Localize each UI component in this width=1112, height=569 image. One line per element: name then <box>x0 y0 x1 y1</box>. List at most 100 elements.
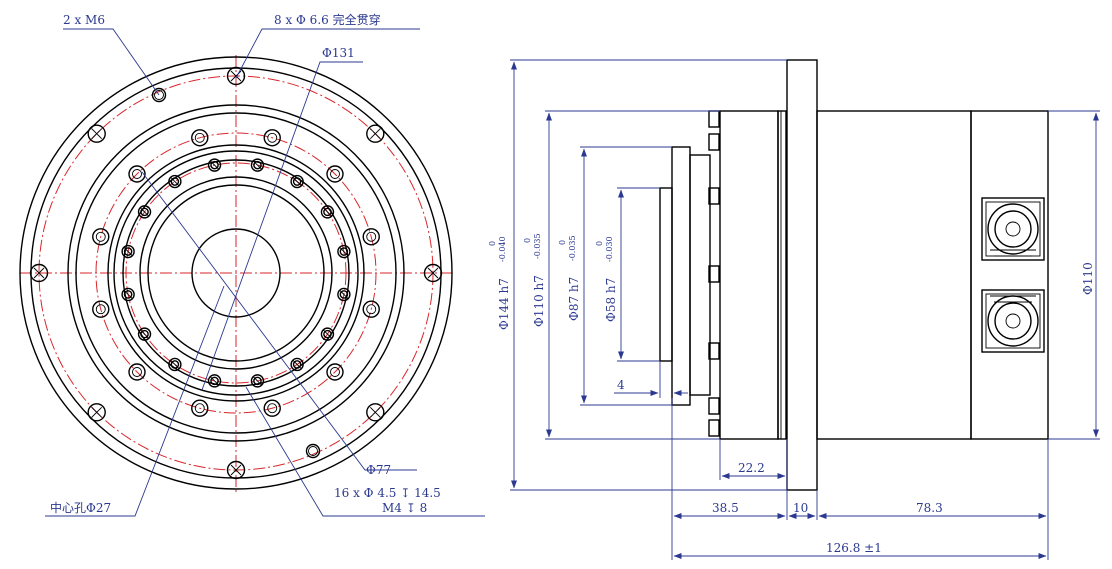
dim-tol-58-lower: -0.030 <box>605 236 614 262</box>
leader-16-holes <box>245 386 485 517</box>
bolt-circle-77 <box>125 162 347 384</box>
housing-ring-2 <box>75 112 397 434</box>
dim-tol-144-upper: 0 <box>488 241 497 246</box>
front-view: 2 x M6 8 x Φ 6.6 完全贯穿 Φ131 Φ77 16 x Φ 4.… <box>19 12 485 517</box>
dim-tol-87-upper: 0 <box>558 240 567 245</box>
through-hole <box>366 124 385 143</box>
bolt-hole <box>128 165 146 183</box>
leader-center-hole <box>45 285 225 517</box>
dim-label-110-group: Φ110 h7 0 -0.035 <box>523 233 546 327</box>
leader-m6 <box>63 28 160 96</box>
bolt-hole <box>191 129 209 147</box>
dim-label-58: Φ58 h7 <box>604 278 618 322</box>
bolt-hole <box>263 129 281 147</box>
threaded-hole <box>137 327 152 341</box>
label-m6: 2 x M6 <box>63 13 105 27</box>
housing-ring-4 <box>113 150 359 396</box>
threaded-hole <box>168 174 182 189</box>
inner-threaded-holes <box>121 158 351 388</box>
leader-77 <box>141 171 417 471</box>
side-bolt-head <box>708 397 720 415</box>
threaded-hole <box>137 205 152 219</box>
encoder-housing <box>970 110 1049 440</box>
middle-bolt-holes <box>92 129 380 417</box>
output-flange-87 <box>671 146 691 406</box>
dim-label-144-group: Φ144 h7 0 -0.040 <box>488 236 511 330</box>
leader-131 <box>201 61 363 391</box>
dim-label-87: Φ87 h7 <box>567 277 581 321</box>
threaded-hole <box>121 244 135 259</box>
through-hole <box>423 263 443 283</box>
bolt-hole <box>326 363 344 381</box>
side-dimensions <box>510 59 1100 560</box>
label-m4: M4 ↧ 8 <box>382 501 427 515</box>
bolt-hole <box>263 399 281 417</box>
output-flange-ring <box>122 159 350 387</box>
side-bolt-head <box>708 110 720 128</box>
dim-label-10: 10 <box>793 501 808 515</box>
dim-label-38-5: 38.5 <box>712 501 739 515</box>
bolt-hole <box>362 300 380 318</box>
threaded-hole <box>250 158 265 172</box>
front-leaders <box>45 28 485 517</box>
threaded-hole <box>250 374 265 388</box>
threaded-hole <box>320 205 335 219</box>
through-hole <box>366 403 385 422</box>
side-bolt-head <box>708 419 720 437</box>
dim-tol-110-upper: 0 <box>523 238 532 243</box>
through-hole <box>87 124 106 143</box>
through-hole <box>29 263 49 283</box>
bolt-hole <box>191 399 209 417</box>
side-bolt-head <box>708 342 720 360</box>
dim-label-4: 4 <box>617 378 625 392</box>
motor-body <box>816 110 972 440</box>
dim-label-22-2: 22.2 <box>738 461 765 475</box>
dim-label-58-group: Φ58 h7 0 -0.030 <box>595 236 618 322</box>
dim-label-110: Φ110 h7 <box>532 275 546 327</box>
threaded-hole <box>337 287 351 302</box>
leader-through-holes <box>235 28 420 79</box>
center-hole-27 <box>191 228 281 318</box>
cable-gland-upper <box>981 197 1045 261</box>
through-hole <box>226 460 246 480</box>
bolt-circle-inner <box>95 132 377 414</box>
through-hole <box>87 403 106 422</box>
housing-front <box>719 110 779 440</box>
dim-tol-144-lower: -0.040 <box>498 236 507 262</box>
dim-tol-87-lower: -0.035 <box>568 235 577 261</box>
output-ring-inner <box>139 176 333 370</box>
label-diameter-77: Φ77 <box>366 463 391 477</box>
outer-flange-circle <box>19 56 453 490</box>
dim-label-110-right: Φ110 <box>1081 262 1095 295</box>
dim-label-126-8: 126.8 ±1 <box>826 541 882 555</box>
side-bolt-head <box>708 265 720 283</box>
bolt-hole <box>92 228 110 246</box>
side-bolt-head <box>708 133 720 151</box>
bolt-hole <box>92 300 110 318</box>
threaded-hole <box>290 174 304 189</box>
seal-ring <box>777 110 787 440</box>
output-shaft-58 <box>659 187 673 362</box>
label-through-holes: 8 x Φ 6.6 完全贯穿 <box>274 12 381 27</box>
label-center-hole: 中心孔Φ27 <box>50 500 111 515</box>
m6-hole-top-left <box>151 87 167 103</box>
threaded-hole <box>168 357 182 372</box>
housing-ring-3 <box>107 144 365 402</box>
bolt-hole <box>326 165 344 183</box>
side-bolt-head <box>708 187 720 205</box>
dim-label-78-3: 78.3 <box>916 501 943 515</box>
output-flange-step <box>689 154 711 396</box>
dim-label-87-group: Φ87 h7 0 -0.035 <box>558 235 581 321</box>
side-view: Φ144 h7 0 -0.040 Φ110 h7 0 -0.035 Φ87 h7… <box>488 59 1100 560</box>
mounting-flange-144 <box>786 59 818 491</box>
output-bore-ring <box>147 184 325 362</box>
threaded-hole <box>337 244 351 259</box>
dim-label-110-right-group: Φ110 <box>1081 262 1095 295</box>
label-diameter-131: Φ131 <box>322 46 355 60</box>
bolt-hole <box>128 363 146 381</box>
threaded-hole <box>290 357 304 372</box>
m6-hole-bottom-right <box>305 443 321 459</box>
dim-tol-110-lower: -0.035 <box>533 233 542 259</box>
threaded-hole <box>121 287 135 302</box>
